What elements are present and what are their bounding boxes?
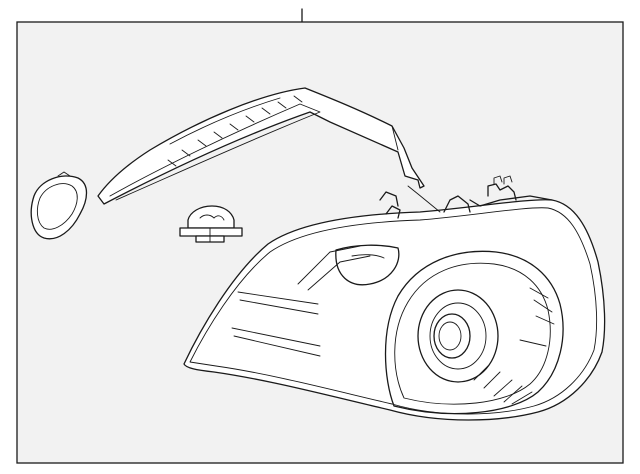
tail-lamp-housing[interactable] (183, 175, 606, 421)
grommet-seal[interactable] (30, 171, 88, 240)
bulb-socket[interactable] (179, 205, 243, 243)
lamp-garnish-trim[interactable] (97, 87, 425, 205)
